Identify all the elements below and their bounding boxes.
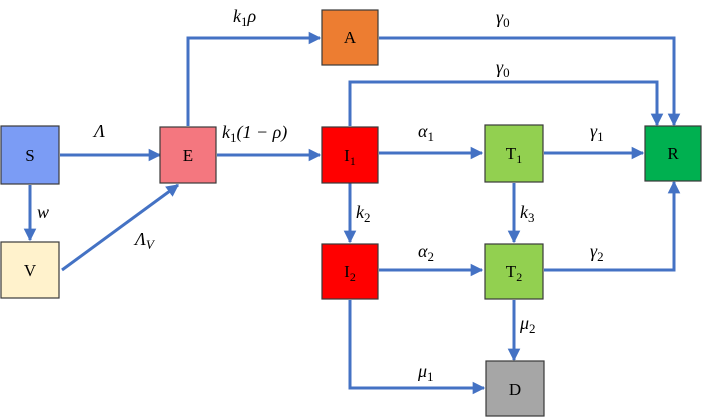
node-t2-label: T2 bbox=[506, 262, 522, 284]
node-e-box bbox=[159, 126, 217, 184]
node-v-label: V bbox=[24, 261, 37, 280]
arrow-i2-to-d bbox=[348, 300, 486, 395]
label-s-to-e: Λ bbox=[92, 121, 105, 141]
node-e-label: E bbox=[183, 146, 193, 165]
node-i1: I1 bbox=[321, 126, 379, 184]
node-a: A bbox=[321, 9, 379, 66]
arrow-a-to-r bbox=[379, 36, 681, 127]
node-i2-box bbox=[321, 243, 379, 300]
label-s-to-v: w bbox=[37, 202, 49, 222]
node-r: R bbox=[644, 125, 702, 182]
node-v-box bbox=[0, 241, 60, 299]
node-t2-box bbox=[484, 243, 544, 300]
label-v-to-e: ΛV bbox=[133, 229, 156, 252]
node-t1-box bbox=[484, 124, 544, 183]
label-t1-to-r: γ1 bbox=[590, 121, 604, 144]
node-s-box bbox=[0, 125, 60, 185]
edge-labels: Λ w ΛV k1ρ k1(1 − ρ) γ0 γ0 α1 γ1 k2 k3 α… bbox=[37, 6, 604, 384]
node-s-label: S bbox=[25, 146, 34, 165]
node-d: D bbox=[485, 360, 545, 417]
label-i1-to-t1: α1 bbox=[418, 121, 434, 144]
arrow-i1-to-r bbox=[348, 80, 664, 127]
node-d-label: D bbox=[509, 380, 521, 399]
node-t2: T2 bbox=[484, 243, 544, 300]
label-t1-to-t2: k3 bbox=[520, 202, 535, 225]
node-a-label: A bbox=[344, 28, 357, 47]
node-v: V bbox=[0, 241, 60, 299]
label-i2-to-d: μ1 bbox=[417, 361, 434, 384]
label-i2-to-t2: α2 bbox=[418, 241, 434, 264]
node-t1: T1 bbox=[484, 124, 544, 183]
nodes: S V E A I1 I2 T1 T2 bbox=[0, 9, 702, 417]
arrow-t2-to-r bbox=[544, 180, 681, 272]
label-e-to-a: k1ρ bbox=[233, 6, 257, 29]
node-e: E bbox=[159, 126, 217, 184]
arrow-e-to-a bbox=[186, 31, 322, 126]
node-d-box bbox=[485, 360, 545, 417]
label-a-to-r: γ0 bbox=[496, 7, 510, 30]
node-a-box bbox=[321, 9, 379, 66]
label-t2-to-d: μ2 bbox=[519, 313, 536, 336]
node-r-label: R bbox=[667, 144, 679, 163]
node-t1-label: T1 bbox=[506, 144, 522, 166]
label-i1-to-r: γ0 bbox=[496, 57, 510, 80]
node-i1-label: I1 bbox=[344, 146, 356, 168]
label-e-to-i1: k1(1 − ρ) bbox=[222, 122, 287, 145]
node-i2-label: I2 bbox=[344, 262, 356, 284]
edges bbox=[23, 31, 681, 395]
label-t2-to-r: γ2 bbox=[590, 241, 604, 264]
arrow-v-to-e bbox=[61, 183, 180, 272]
node-r-box bbox=[644, 125, 702, 182]
node-i1-box bbox=[321, 126, 379, 184]
label-i1-to-i2: k2 bbox=[356, 202, 371, 225]
node-i2: I2 bbox=[321, 243, 379, 300]
node-s: S bbox=[0, 125, 60, 185]
